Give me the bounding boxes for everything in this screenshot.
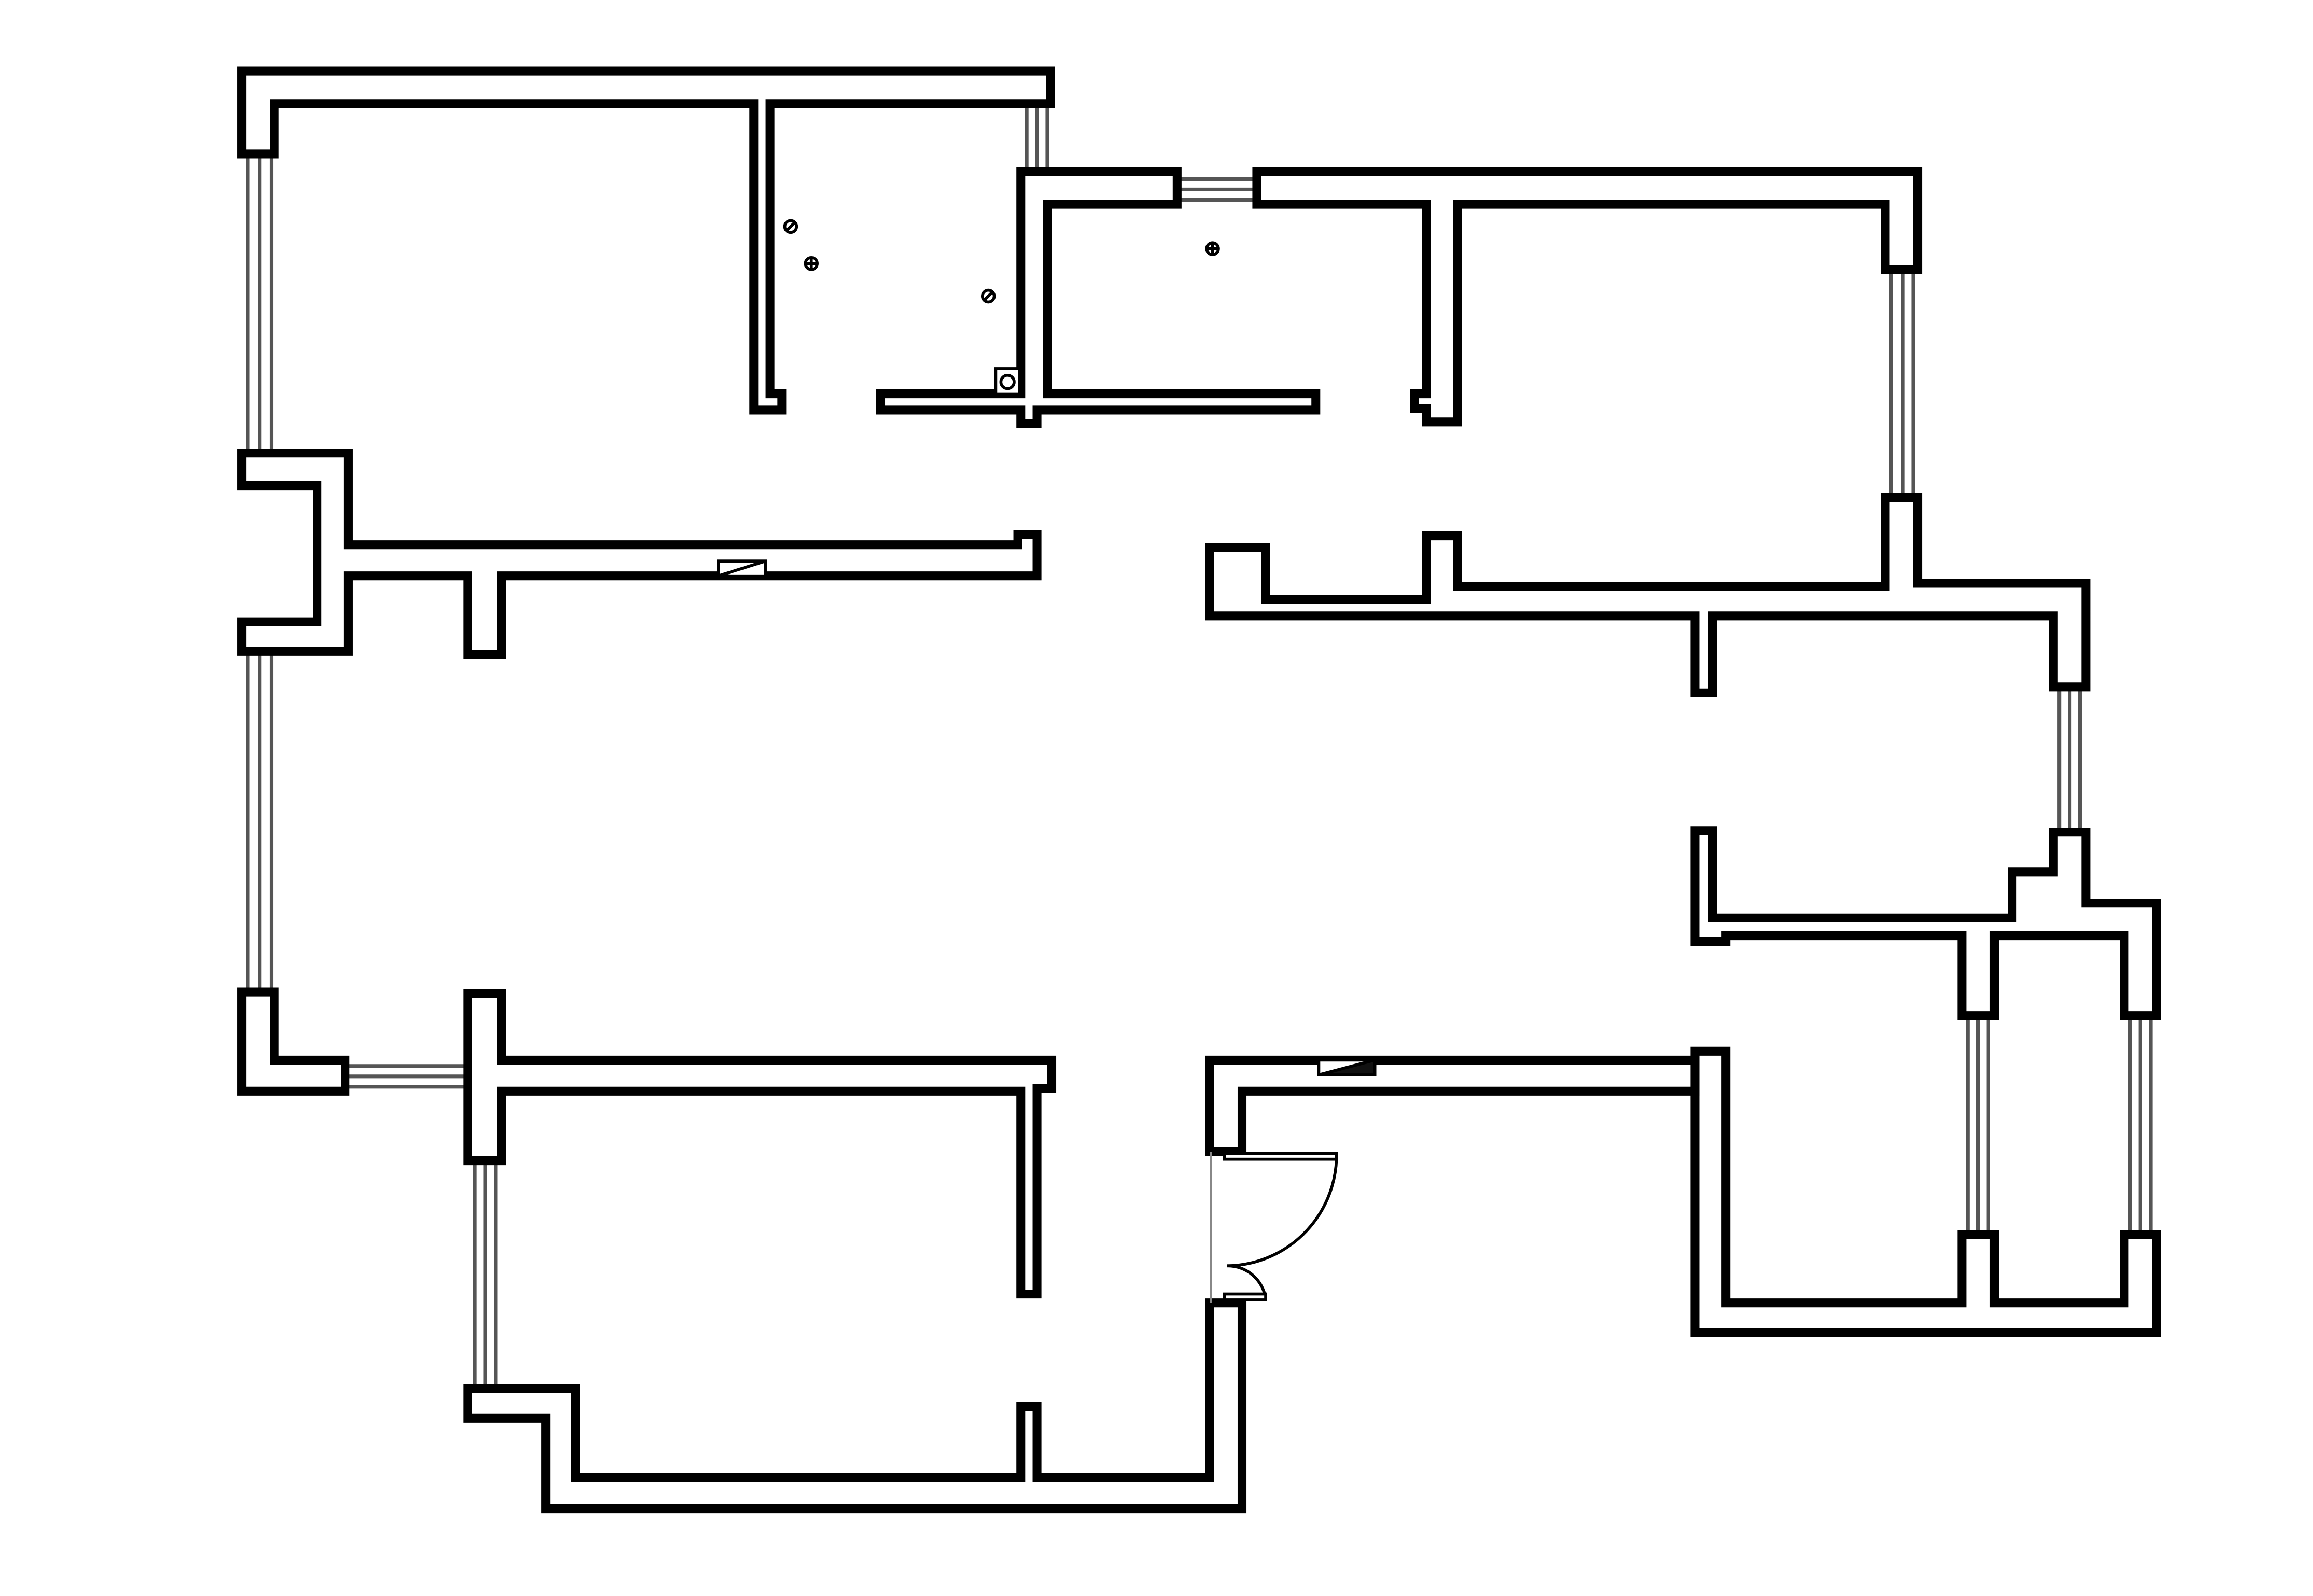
wall-east-bedroom-south xyxy=(1205,493,2091,697)
window-west-upper xyxy=(246,153,274,453)
wall-southwest xyxy=(237,987,350,1096)
floor-drain-icon xyxy=(1205,241,1220,256)
window-balcony-outer xyxy=(2128,1015,2153,1235)
window-south-bedroom-west xyxy=(473,1160,498,1389)
wall-box-icon xyxy=(717,559,767,578)
wall-east-middle xyxy=(1690,826,2161,1020)
floor-drain-icon xyxy=(783,219,798,234)
window-east-bedroom xyxy=(1889,269,1915,498)
floor-drain-icon xyxy=(804,256,819,271)
flue-shaft-icon xyxy=(994,367,1021,396)
electrical-panel-icon xyxy=(1317,1058,1377,1076)
floor-drain-icon xyxy=(980,288,996,304)
walls xyxy=(237,66,2161,1514)
wall-south-bedroom-north xyxy=(463,989,1057,1299)
wall-kitchen-partition xyxy=(876,167,1321,428)
wall-south-corridor xyxy=(1205,1055,1700,1156)
windows xyxy=(246,103,2153,1389)
window-west-lower xyxy=(246,651,274,992)
wall-northeast xyxy=(1252,167,1923,427)
wall-west-jog xyxy=(237,449,1042,659)
window-east-middle xyxy=(2057,687,2082,832)
entry-door-icon xyxy=(1210,1152,1338,1303)
wall-balcony xyxy=(1690,1046,2161,1337)
window-southwest-horizontal xyxy=(345,1064,469,1089)
window-north-bath xyxy=(1177,177,1257,202)
window-balcony-inner xyxy=(1966,1015,1990,1235)
wall-northwest xyxy=(237,66,1055,415)
window-north-kitchen xyxy=(1025,103,1049,172)
wall-south-bedroom-outer xyxy=(463,1298,1247,1514)
